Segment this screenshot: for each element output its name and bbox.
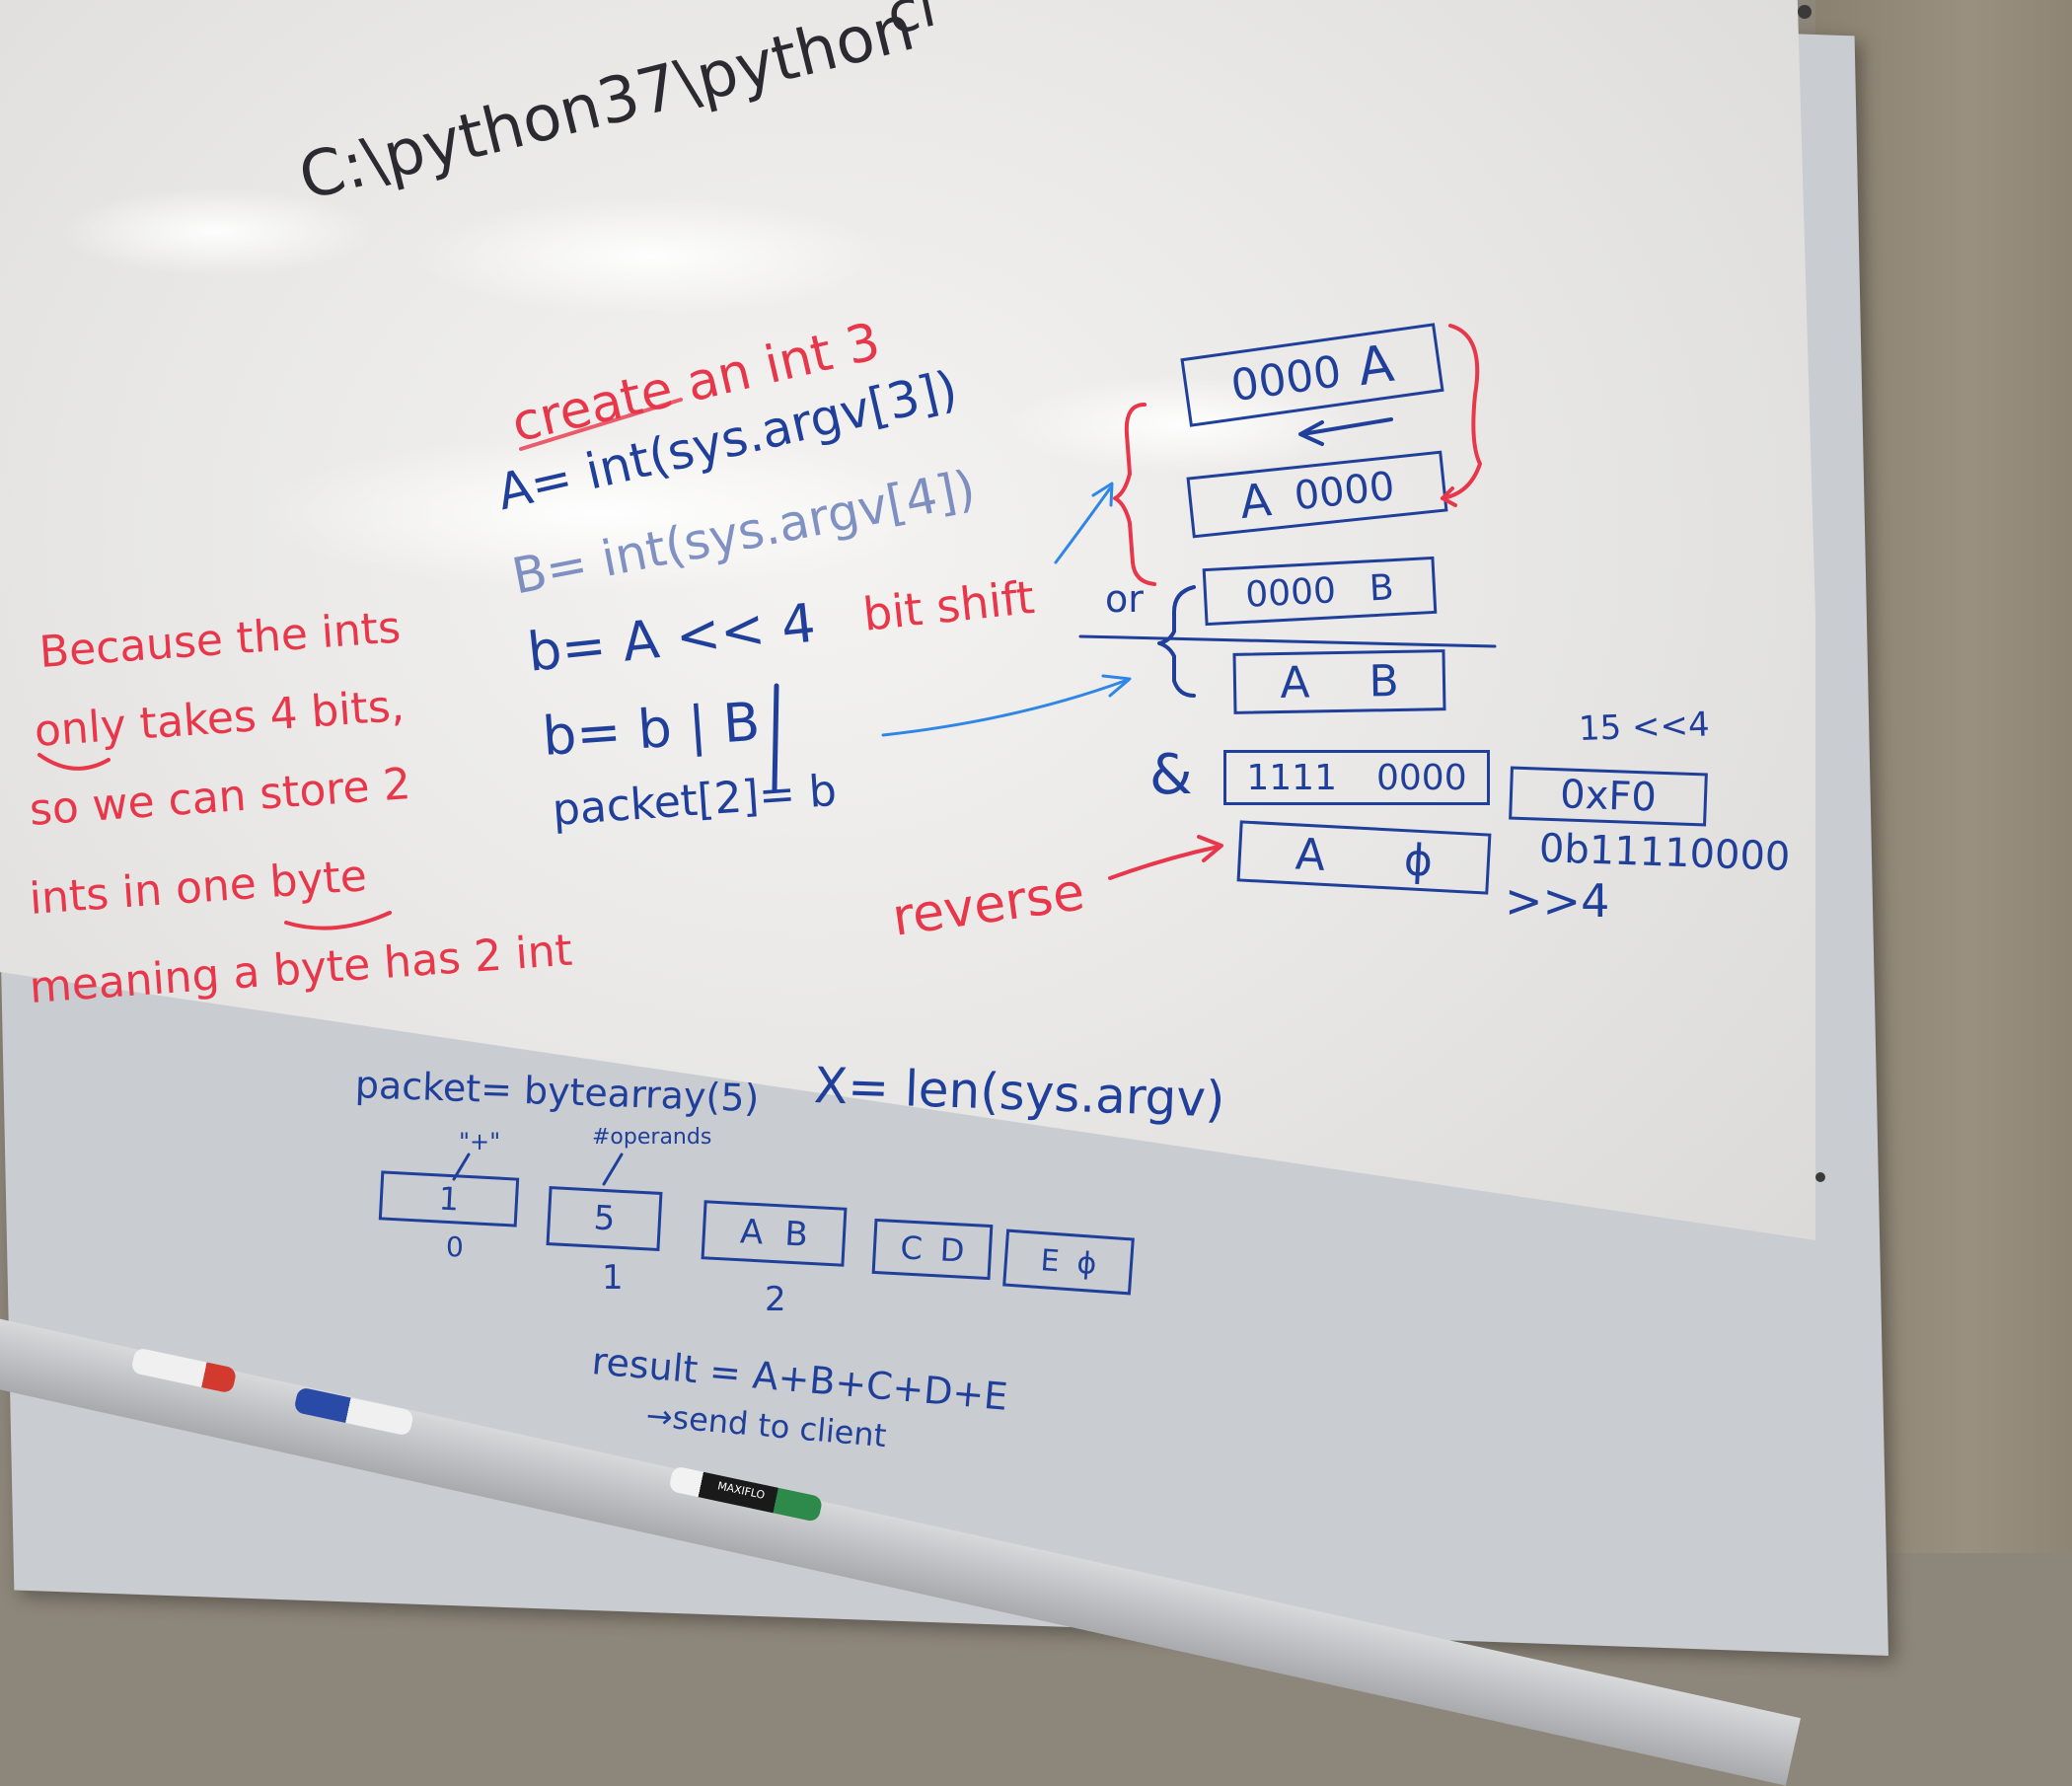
arrow-head [1101,674,1132,698]
shift-left-arrow [1300,417,1393,436]
arrow-head [1298,420,1324,446]
underline-stroke [284,911,392,930]
plus-label: "+" [459,1128,501,1155]
label-arrow [452,1153,471,1181]
cell-index-2: 2 [765,1280,786,1319]
arrow-head [1441,486,1457,507]
label-arrow [602,1153,624,1186]
underline-stroke [519,398,683,451]
or-label: or [1105,577,1144,621]
marker-brand: MAXIFLO [716,1479,767,1502]
mask-right: 0000 [1376,757,1467,798]
reverse-arrow [1108,845,1221,880]
ink-strokes [37,324,1497,1186]
cell-index-0: 0 [446,1230,464,1263]
red-brace [1113,403,1156,586]
arrow-to-shift [1054,486,1112,564]
light-glare [59,187,375,276]
mask-box: 1111 0000 [1223,750,1490,805]
underline-stroke [37,753,111,771]
red-bracket [1441,324,1482,500]
light-glare [414,197,888,316]
divider-line [1078,634,1497,648]
arrow-to-or [881,679,1127,737]
arrow-head [1197,835,1223,862]
and-label: & [1149,743,1193,807]
cell-index-1: 1 [602,1258,624,1298]
light-glare [1006,375,1362,474]
shift-right-note: >>4 [1505,874,1610,928]
board-mount-pin [1798,5,1812,19]
light-glare [257,434,947,592]
blue-brace [1157,585,1196,698]
whiteboard: C:\python37\python cl Because the ints o… [0,0,1825,1786]
mask-left: 1111 [1246,757,1337,798]
operands-label: #operands [592,1125,712,1150]
bar-stroke [772,683,779,792]
arrow-head [1091,482,1114,507]
board-mount-pin [1815,1172,1825,1182]
